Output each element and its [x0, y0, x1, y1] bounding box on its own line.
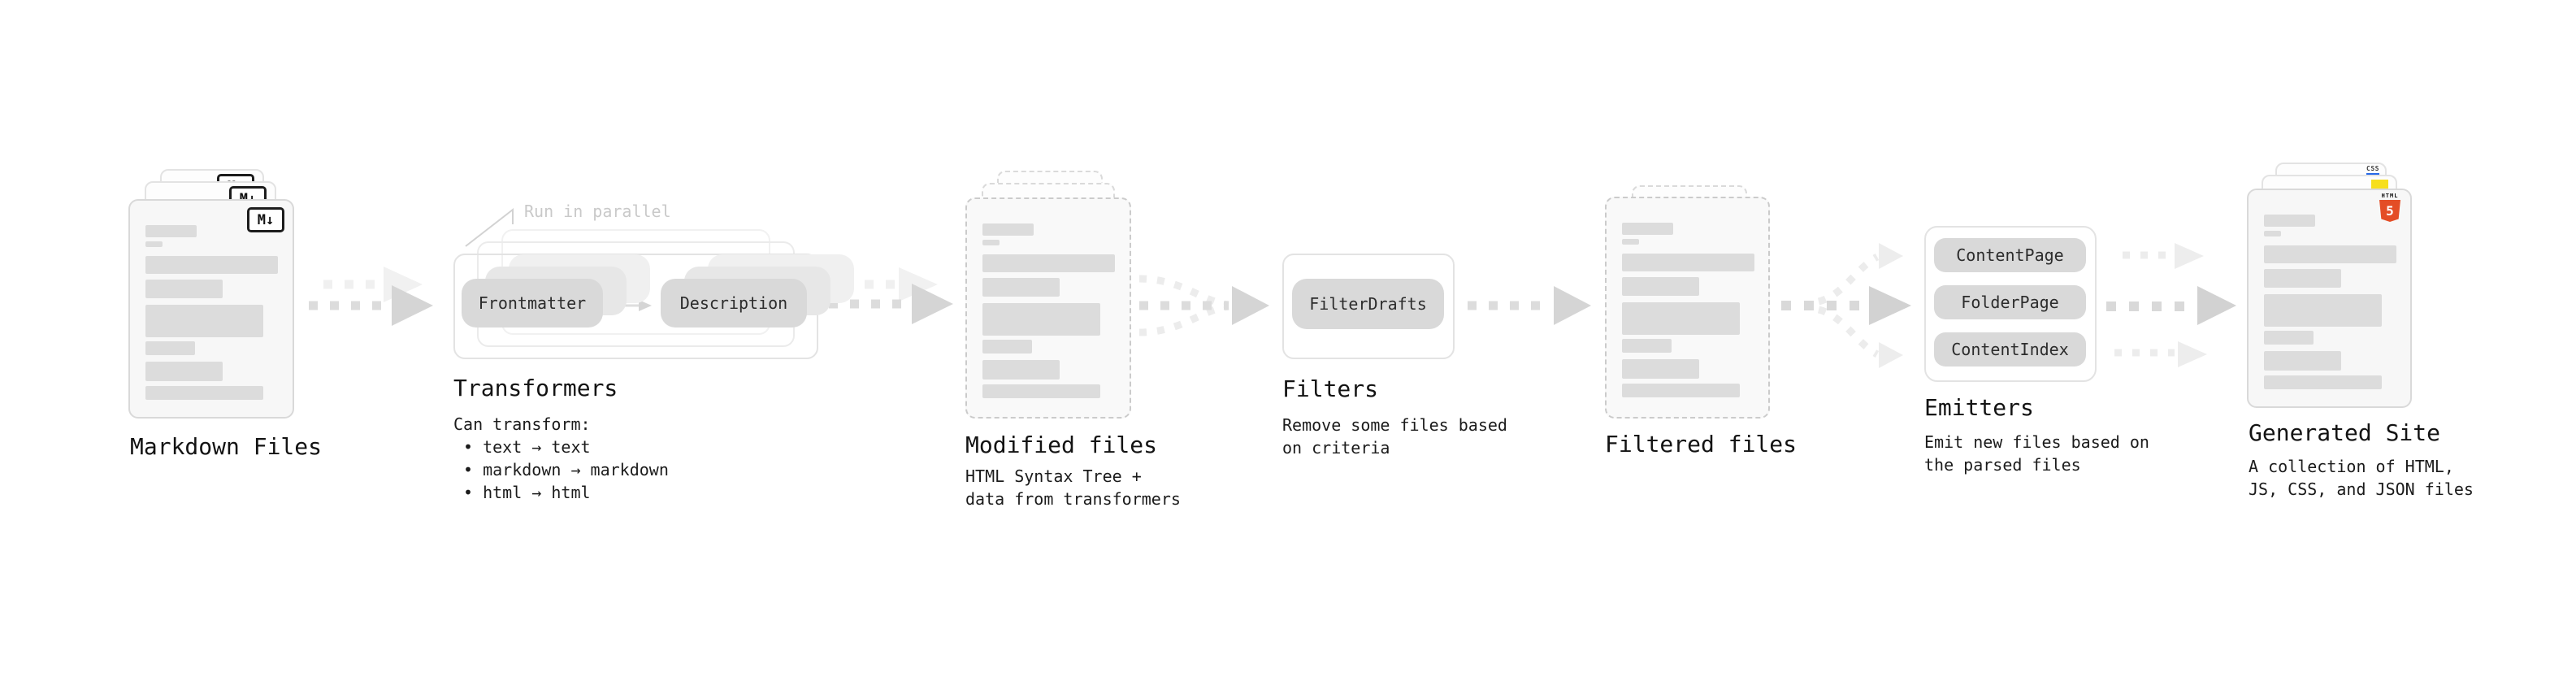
arrow-modified-to-filters-icon — [1138, 275, 1269, 336]
doc-line — [982, 278, 1060, 297]
emitters-box — [1924, 226, 2097, 382]
doc-line — [145, 341, 195, 355]
arrow-emitters-to-generated-icon — [2106, 243, 2236, 367]
file-card: M↓ — [128, 199, 294, 419]
doc-line — [1622, 223, 1673, 235]
doc-line — [2264, 231, 2281, 236]
doc-line — [1622, 254, 1754, 271]
doc-line — [145, 256, 278, 274]
doc-line — [982, 240, 1000, 245]
arrow-markdown-to-transformers-icon — [309, 285, 433, 326]
doc-line — [145, 386, 263, 400]
stage-desc: Remove some files based on criteria — [1282, 414, 1507, 459]
doc-line — [2264, 331, 2314, 345]
doc-line — [1622, 384, 1740, 397]
arrow-markdown-to-transformers-echo-icon — [323, 267, 423, 302]
html5-icon: HTML 5 — [2379, 193, 2401, 222]
doc-line — [145, 305, 263, 337]
filters-box — [1282, 254, 1455, 359]
html5-shield: 5 — [2379, 200, 2400, 222]
doc-line — [145, 280, 223, 298]
doc-line — [145, 225, 197, 237]
doc-line — [2264, 245, 2396, 263]
desc-line: on criteria — [1282, 438, 1390, 458]
doc-line — [2264, 375, 2382, 389]
pill-folderpage: FolderPage — [1934, 285, 2086, 319]
desc-line: JS, CSS, and JSON files — [2249, 479, 2474, 499]
desc-bullet: text → text — [453, 436, 669, 458]
desc-bullet: html → html — [453, 481, 669, 504]
stage-desc: A collection of HTML, JS, CSS, and JSON … — [2249, 455, 2474, 501]
desc-line: HTML Syntax Tree + — [965, 466, 1142, 486]
doc-line — [2264, 269, 2341, 288]
desc-bullet: markdown → markdown — [453, 458, 669, 481]
doc-line — [1622, 277, 1699, 296]
doc-line — [982, 360, 1060, 380]
stage-label: Markdown Files — [130, 433, 323, 460]
stage-desc: Can transform: text → text markdown → ma… — [453, 413, 669, 504]
doc-line — [982, 223, 1034, 236]
arrow-filters-to-filtered-icon — [1468, 286, 1591, 325]
pill-contentpage: ContentPage — [1934, 238, 2086, 272]
doc-line — [1622, 359, 1699, 379]
pill-description: Description — [661, 279, 807, 327]
doc-line — [982, 340, 1032, 354]
desc-line: Emit new files based on — [1924, 432, 2149, 452]
doc-line — [2264, 215, 2315, 227]
run-in-parallel-annotation: Run in parallel — [524, 202, 671, 221]
doc-line — [1622, 239, 1639, 245]
file-card: HTML 5 — [2247, 189, 2412, 408]
markdown-icon: M↓ — [247, 207, 284, 232]
desc-line: Remove some files based — [1282, 415, 1507, 435]
doc-line — [145, 362, 223, 381]
doc-line — [982, 254, 1115, 272]
stage-label: Emitters — [1924, 394, 2034, 421]
file-card — [965, 197, 1131, 419]
stage-label: Filtered files — [1605, 431, 1798, 458]
desc-line: A collection of HTML, — [2249, 457, 2454, 476]
doc-line — [1622, 339, 1672, 353]
desc-line: the parsed files — [1924, 455, 2081, 475]
doc-line — [145, 241, 163, 247]
stage-label: Transformers — [453, 375, 618, 401]
pill-contentindex: ContentIndex — [1934, 332, 2086, 367]
arrow-filtered-to-emitters-icon — [1781, 243, 1911, 368]
stage-label: Modified files — [965, 432, 1158, 458]
pill-frontmatter: Frontmatter — [462, 279, 603, 327]
arrow-transformers-to-modified-echo-icon — [843, 267, 938, 301]
stage-label: Generated Site — [2249, 419, 2441, 446]
doc-line — [2264, 294, 2382, 327]
js-icon — [2371, 180, 2388, 190]
stage-desc: Emit new files based on the parsed files — [1924, 431, 2149, 476]
doc-line — [1622, 302, 1740, 335]
doc-line — [982, 303, 1100, 336]
desc-line: Can transform: — [453, 414, 591, 434]
doc-line — [982, 384, 1100, 398]
stage-desc: HTML Syntax Tree + data from transformer… — [965, 465, 1181, 510]
stage-label: Filters — [1282, 375, 1379, 402]
pill-filterdrafts: FilterDrafts — [1292, 279, 1444, 329]
desc-line: data from transformers — [965, 489, 1181, 509]
file-card — [1605, 197, 1770, 419]
doc-line — [2264, 351, 2341, 371]
